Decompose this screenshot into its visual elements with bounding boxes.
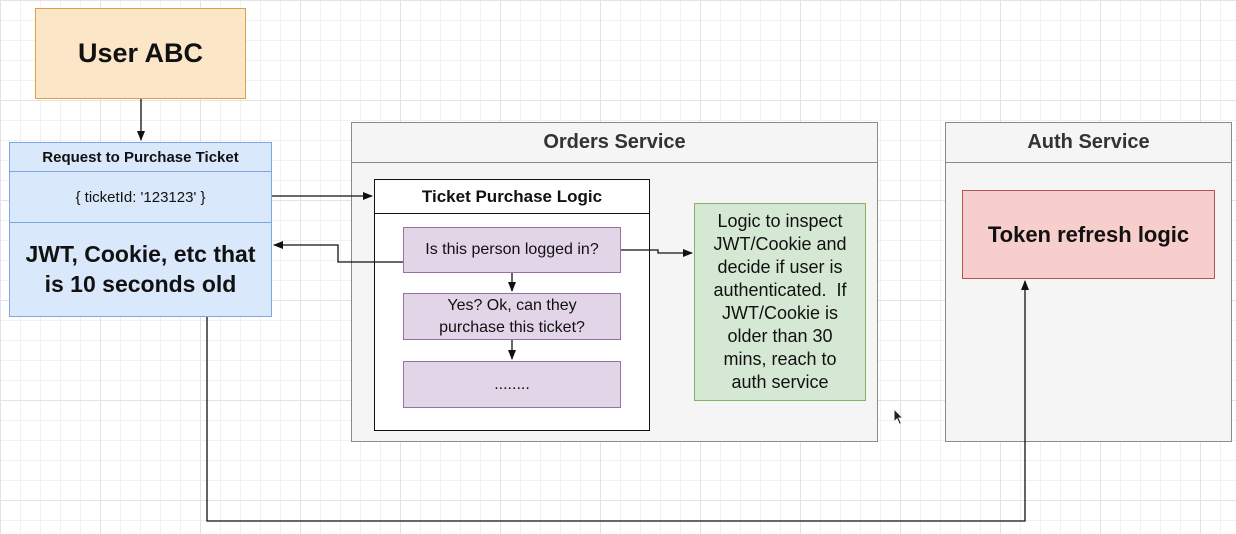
step-2-line-2: purchase this ticket? [439,318,585,336]
purchase-permission-step: Yes? Ok, can they purchase this ticket? [403,293,621,340]
user-abc-box: User ABC [35,8,246,99]
ticket-purchase-logic-title: Ticket Purchase Logic [375,180,649,214]
note-line-1: Logic to inspect [717,211,843,231]
mouse-cursor-icon [893,408,905,426]
auth-service-container: Auth Service [945,122,1232,442]
request-body: { ticketId: '123123' } [10,172,271,223]
step-2-line-1: Yes? Ok, can they [447,296,577,314]
ellipsis-step: ........ [403,361,621,408]
orders-service-title: Orders Service [352,123,877,163]
token-refresh-logic-box: Token refresh logic [962,190,1215,279]
jwt-inspection-note: Logic to inspect JWT/Cookie and decide i… [694,203,866,401]
auth-service-title: Auth Service [946,123,1231,163]
user-label: User ABC [77,38,204,68]
credentials-line-2: is 10 seconds old [44,271,237,297]
note-line-4: authenticated. If [713,280,847,300]
note-line-6: older than 30 [727,326,833,346]
token-refresh-label: Token refresh logic [987,221,1190,247]
request-credentials: JWT, Cookie, etc that is 10 seconds old [10,223,271,315]
credentials-line-1: JWT, Cookie, etc that [25,241,256,267]
step-1-text: Is this person logged in? [425,241,599,258]
note-line-5: JWT/Cookie is [721,303,838,323]
note-line-7: mins, reach to [723,349,837,369]
note-line-2: JWT/Cookie and [713,234,847,254]
logged-in-check-step: Is this person logged in? [403,227,621,273]
note-line-8: auth service [731,372,829,392]
purchase-request-box: Request to Purchase Ticket { ticketId: '… [9,142,272,317]
request-header: Request to Purchase Ticket [10,143,271,172]
note-line-3: decide if user is [717,257,843,277]
step-3-text: ........ [494,375,530,393]
